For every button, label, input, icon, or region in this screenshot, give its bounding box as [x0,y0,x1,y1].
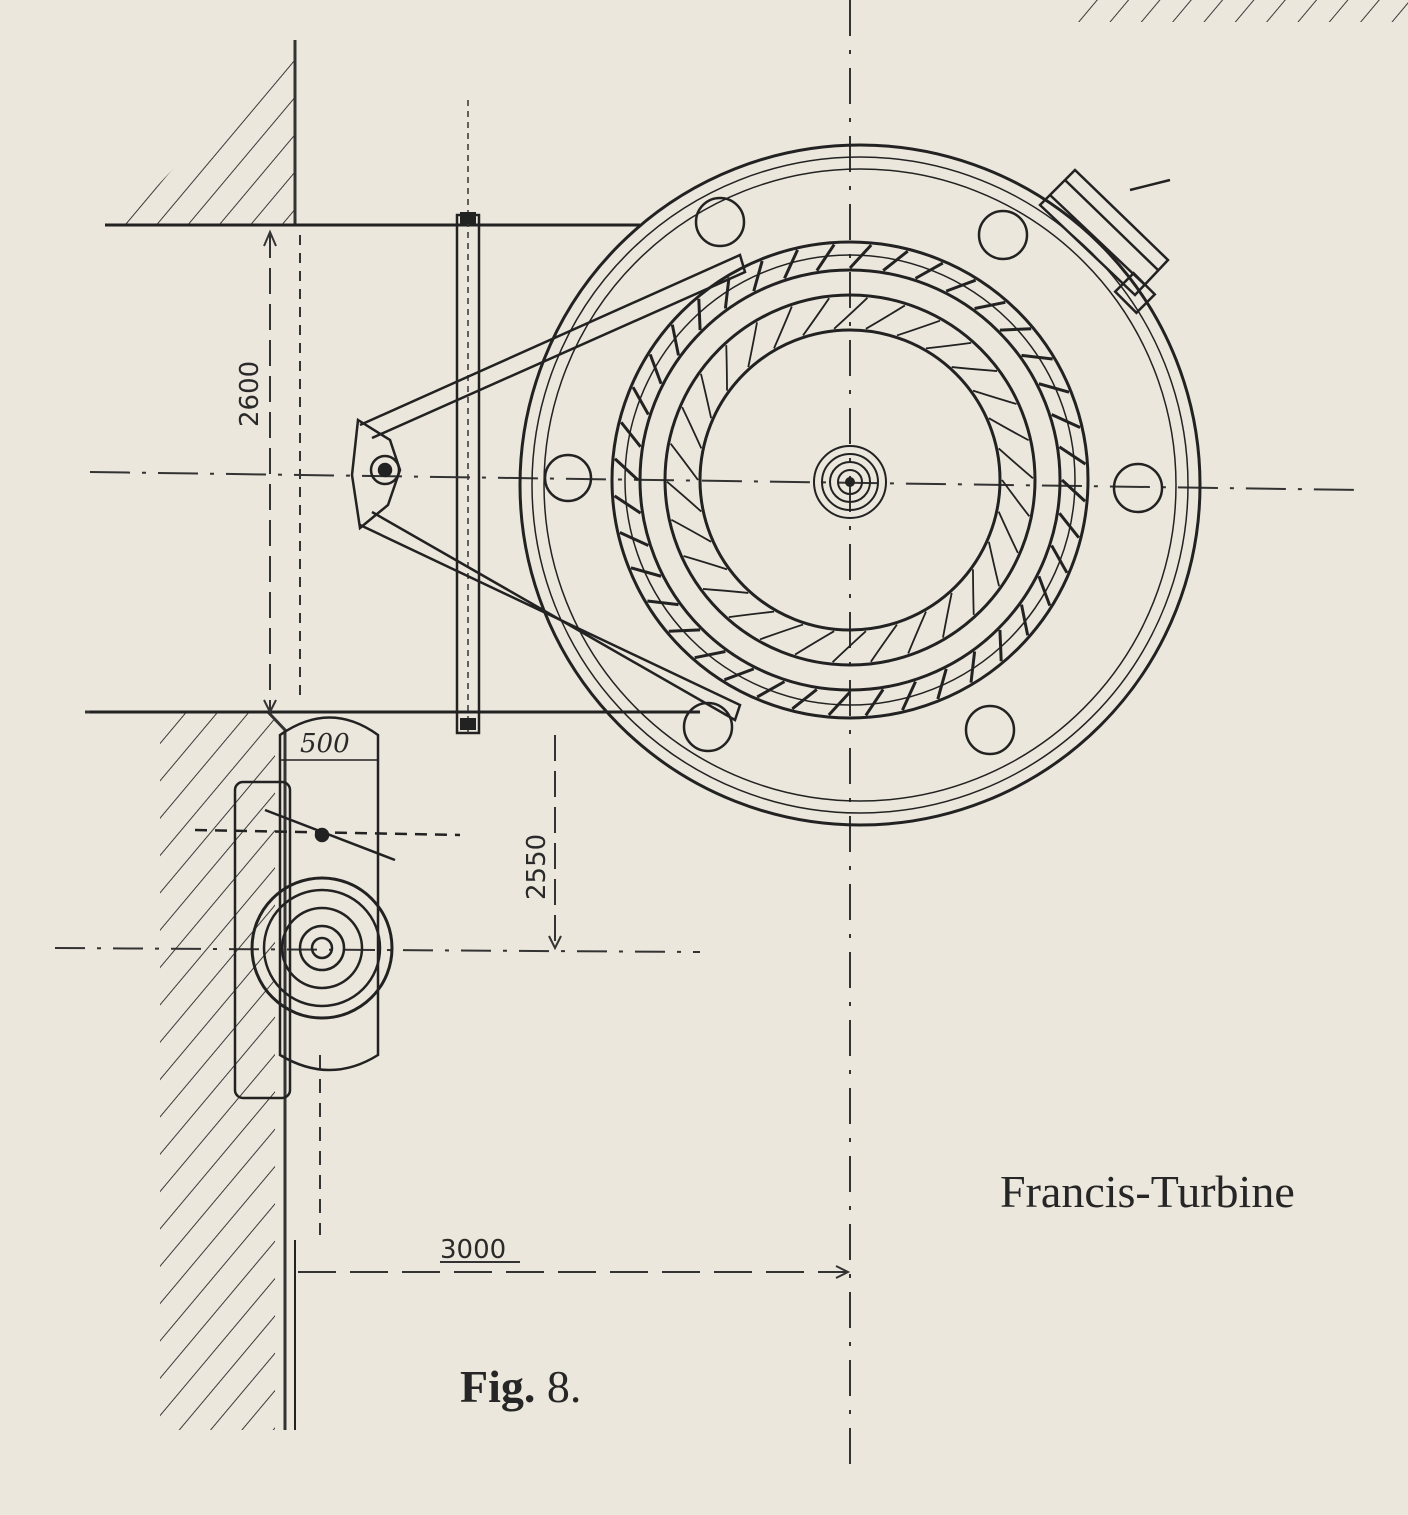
guide-vane [648,353,663,385]
center-line-horizontal [89,471,1361,491]
runner-blade [942,592,953,638]
guide-vane [969,651,977,683]
runner-blade [794,630,835,656]
guide-vanes [613,243,1087,717]
guide-vane [999,327,1032,332]
turbine-shaft [813,445,887,519]
runner-blade [987,541,1000,587]
casing-bolts [543,196,1164,756]
runner-blade [773,306,793,349]
guide-vane [882,249,909,272]
dimension-2600: 2600 [235,361,265,427]
guide-vane [1058,445,1087,466]
guide-vane [630,566,662,578]
guide-vane [752,260,764,292]
guide-vane [1038,382,1070,394]
guide-vane [974,300,1006,310]
guide-vane [647,599,679,607]
runner-blade [759,623,804,641]
runner-blade [870,624,898,663]
guide-vane [631,386,650,416]
runner-blade [907,611,927,654]
guide-vane [848,243,873,270]
runner-ring [663,293,1037,667]
runner-blade [728,610,775,619]
caption-text: Francis-Turbine [1000,1166,1295,1217]
runner-blade [972,389,1017,405]
guide-vane [619,421,642,448]
guide-vane [668,628,701,633]
guide-vane [619,531,650,547]
runner-blade [669,443,699,481]
figure-label: Fig. 8. [460,1360,581,1413]
guide-vane [901,680,917,711]
figure-label-prefix: Fig. [460,1361,536,1412]
guide-vane [1020,604,1030,636]
guide-vane [723,667,755,682]
regulating-lever [350,253,747,722]
guide-vane [670,324,680,356]
guide-vane [1060,478,1087,503]
guide-vane [791,688,818,711]
guide-vane [1037,575,1052,607]
guide-vane [914,261,944,280]
guide-vane [613,494,642,515]
guide-vane [1058,512,1081,539]
runner-blade [725,345,728,391]
top-hatch [1070,0,1408,22]
runner-blade [666,481,702,513]
runner-blade [700,373,713,419]
guide-vane [945,278,977,293]
guide-vane [613,457,640,482]
guide-vane [756,680,786,699]
runner-blade [865,304,906,330]
turbine-casing [518,143,1202,827]
runner-blade [988,417,1030,442]
runner-blade [802,297,830,336]
guide-vane [1021,353,1053,361]
dimension-2550: 2550 [522,834,552,900]
runner-blade [997,511,1019,554]
inlet-valve [194,716,461,1100]
runner-blade [896,319,941,337]
guide-vane [694,650,726,660]
guide-vane [783,249,799,280]
wall-hatch-lower [80,712,275,1430]
guide-vane [998,629,1003,662]
wall-hatch-upper [120,40,295,225]
guide-vane-ring [610,240,1090,720]
guide-vane [723,277,731,309]
runner-blade [831,630,867,663]
runner-blades [666,297,1034,663]
guide-vane [864,688,885,717]
guide-vane [1050,544,1069,574]
lower-center-line [54,947,701,953]
dimension-3000: 3000 [440,1235,506,1265]
dimension-500: 500 [300,729,350,759]
runner-blade [681,406,703,449]
runner-blade [670,518,712,543]
guide-vane [827,690,852,717]
runner-blade [683,555,728,571]
figure-label-number: 8. [546,1361,582,1412]
runner-blade [951,366,998,372]
runner-blade [702,588,749,594]
runner-blade [998,447,1034,479]
guide-vane [1050,413,1081,429]
runner-blade [972,569,975,615]
runner-blade [833,297,869,330]
runner-blade [747,322,758,368]
guide-vane [815,243,836,272]
guide-vane [936,668,948,700]
runner-blade [1001,479,1031,517]
guide-vane [697,298,702,331]
runner-blade [925,341,972,350]
servo-housing [1038,168,1171,315]
